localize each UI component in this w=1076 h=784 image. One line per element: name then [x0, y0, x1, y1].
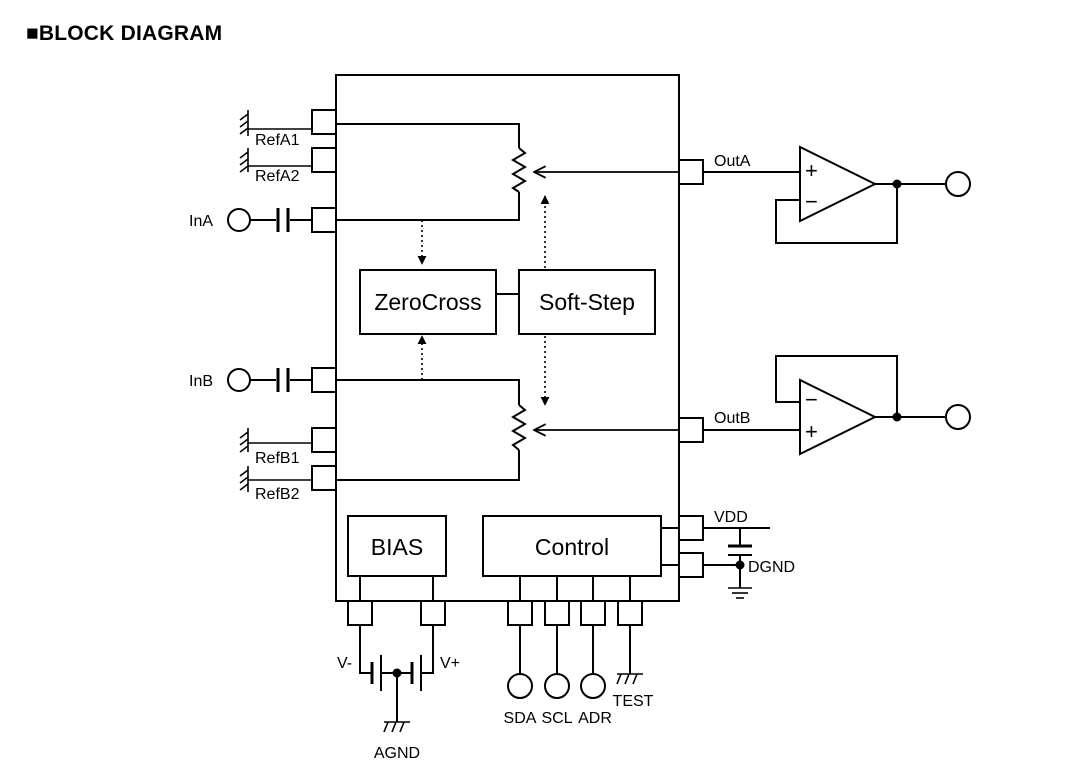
vdd-capacitor-icon: [728, 528, 752, 588]
test-label: TEST: [613, 693, 654, 710]
bias-label: BIAS: [371, 534, 423, 560]
softstep-label: Soft-Step: [539, 289, 635, 315]
vplus-label: V+: [440, 655, 460, 672]
adr-terminal: [580, 673, 606, 699]
control-label: Control: [535, 534, 609, 560]
pin-refb2: [311, 465, 337, 491]
pin-refa2: [311, 147, 337, 173]
pin-adr: [580, 600, 606, 626]
dgnd-label: DGND: [748, 559, 795, 576]
scl-terminal: [544, 673, 570, 699]
inb-label: InB: [189, 373, 213, 390]
opamp-b-plus: +: [805, 419, 818, 444]
pin-outb: [678, 417, 704, 443]
scl-label: SCL: [541, 710, 572, 727]
pin-sda: [507, 600, 533, 626]
refa-ground-icons: [239, 110, 312, 173]
chip-outline: [335, 74, 680, 602]
agnd-ground-icon: [383, 721, 410, 733]
outa-label: OutA: [714, 153, 751, 170]
pin-refa1: [311, 109, 337, 135]
zerocross-block: [359, 269, 497, 335]
outb-terminal: [945, 404, 971, 430]
pin-vminus: [347, 600, 373, 626]
inb-terminal: [227, 368, 251, 392]
pin-refb1: [311, 427, 337, 453]
sda-terminal: [507, 673, 533, 699]
opamp-a-plus: +: [805, 158, 818, 183]
page-title: ■BLOCK DIAGRAM: [26, 22, 223, 45]
opamp-a-icon: [799, 145, 878, 223]
refb1-label: RefB1: [255, 450, 300, 467]
outa-terminal: [945, 171, 971, 197]
refb-ground-icons: [239, 428, 312, 492]
dgnd-ground-icon: [728, 587, 752, 599]
pin-outa: [678, 159, 704, 185]
refb2-label: RefB2: [255, 486, 300, 503]
pin-vplus: [420, 600, 446, 626]
opamp-b-icon: [799, 378, 878, 456]
pin-dgnd: [678, 552, 704, 578]
opamp-b-minus: −: [805, 387, 818, 412]
outb-label: OutB: [714, 410, 750, 427]
vdd-label: VDD: [714, 509, 748, 526]
agnd-label: AGND: [374, 745, 420, 762]
pin-scl: [544, 600, 570, 626]
pin-inb: [311, 367, 337, 393]
refa2-label: RefA2: [255, 168, 300, 185]
pin-ina: [311, 207, 337, 233]
pin-test: [617, 600, 643, 626]
softstep-block: [518, 269, 656, 335]
battery-vplus-icon: [410, 655, 422, 691]
sda-label: SDA: [504, 710, 537, 727]
inb-capacitor-icon: [276, 368, 290, 392]
bias-block: [347, 515, 447, 577]
opamp-a-minus: −: [805, 189, 818, 214]
zerocross-label: ZeroCross: [374, 289, 481, 315]
pin-vdd: [678, 515, 704, 541]
control-block: [482, 515, 662, 577]
resistor-a-icon: [511, 147, 527, 193]
ina-label: InA: [189, 213, 213, 230]
refa1-label: RefA1: [255, 132, 300, 149]
resistor-b-icon: [511, 404, 527, 451]
test-ground-icon: [616, 673, 643, 685]
ina-capacitor-icon: [276, 208, 290, 232]
adr-label: ADR: [578, 710, 612, 727]
battery-vminus-icon: [370, 655, 382, 691]
vminus-label: V-: [337, 655, 352, 672]
ina-terminal: [227, 208, 251, 232]
